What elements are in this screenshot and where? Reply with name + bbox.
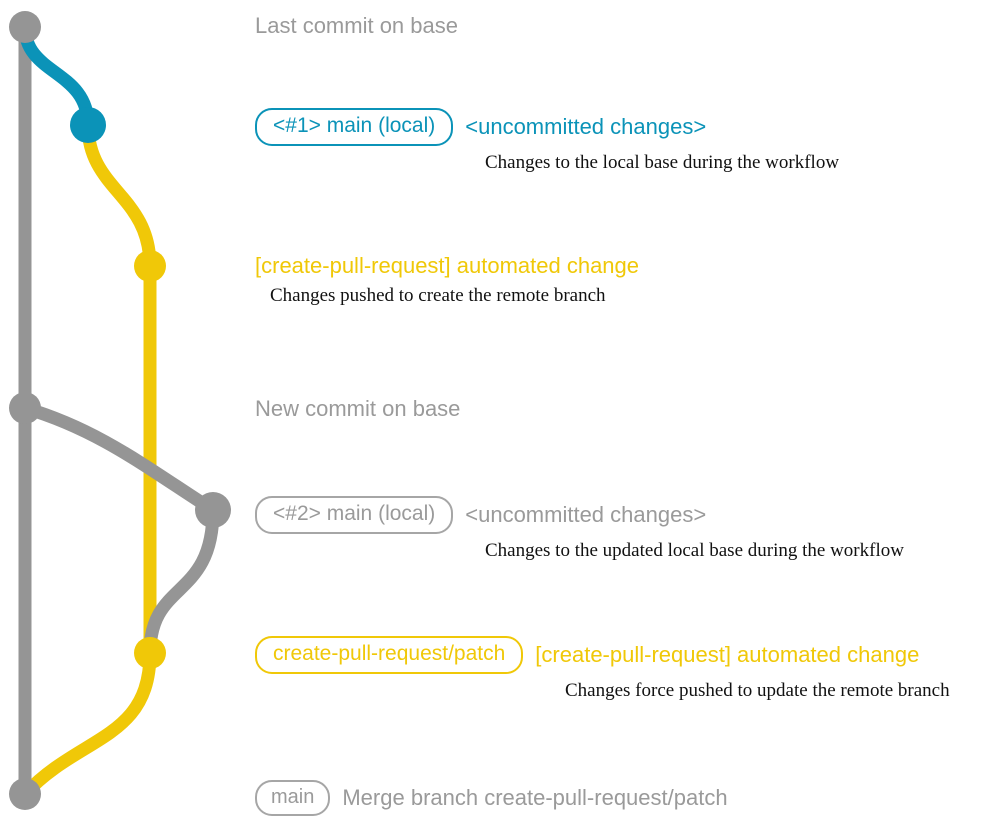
- commit-subject: New commit on base: [255, 396, 461, 421]
- commit-row-last-commit-on-base: Last commit on base: [255, 13, 458, 39]
- commit-subject: Last commit on base: [255, 13, 458, 38]
- commit-node-automated-change-1[interactable]: [134, 250, 166, 282]
- commit-subject: <uncommitted changes>: [465, 502, 707, 527]
- row-head: <#2> main (local) <uncommitted changes>: [255, 496, 706, 534]
- commit-note: Changes to the updated local base during…: [485, 540, 904, 561]
- graph-edge-patch-merge-to-base: [18, 646, 157, 801]
- commit-node-local-uncommitted-1[interactable]: [70, 107, 106, 143]
- commit-note: Changes pushed to create the remote bran…: [270, 285, 606, 306]
- commit-note: Changes to the local base during the wor…: [485, 152, 840, 173]
- ref-chip-main[interactable]: main: [255, 780, 331, 816]
- commit-row-automated-change-2: create-pull-request/patch [create-pull-r…: [255, 636, 950, 702]
- commit-subject: [create-pull-request] automated change: [535, 642, 920, 667]
- commit-subject: <uncommitted changes>: [465, 114, 707, 139]
- commit-row-new-commit-on-base: New commit on base: [255, 396, 460, 422]
- ref-chip-main-local-1[interactable]: <#1> main (local): [255, 108, 454, 146]
- commit-node-last-commit-on-base[interactable]: [9, 11, 41, 43]
- nodes-layer: [9, 11, 231, 810]
- commit-node-automated-change-2[interactable]: [134, 637, 166, 669]
- commit-node-merge-commit[interactable]: [9, 778, 41, 810]
- row-head: main Merge branch create-pull-request/pa…: [255, 780, 728, 816]
- commit-row-merge-commit: main Merge branch create-pull-request/pa…: [255, 780, 728, 816]
- ref-chip-main-local-2[interactable]: <#2> main (local): [255, 496, 454, 534]
- ref-chip-create-pull-request-patch[interactable]: create-pull-request/patch: [255, 636, 524, 674]
- row-head: <#1> main (local) <uncommitted changes>: [255, 108, 706, 146]
- commit-subject: [create-pull-request] automated change: [255, 253, 640, 278]
- commit-row-automated-change-1: [create-pull-request] automated change C…: [255, 253, 639, 307]
- commit-node-new-commit-on-base[interactable]: [9, 392, 41, 424]
- commit-row-local-uncommitted-1: <#1> main (local) <uncommitted changes> …: [255, 108, 839, 174]
- commit-row-local-uncommitted-2: <#2> main (local) <uncommitted changes> …: [255, 496, 904, 562]
- graph-edge-updated-local-to-patch: [143, 503, 220, 660]
- row-head: create-pull-request/patch [create-pull-r…: [255, 636, 919, 674]
- graph-edge-base-to-updated-local: [18, 401, 220, 517]
- commit-node-local-uncommitted-2[interactable]: [195, 492, 231, 528]
- commit-subject: Merge branch create-pull-request/patch: [342, 785, 728, 810]
- edges-layer: [18, 20, 220, 801]
- commit-note: Changes force pushed to update the remot…: [565, 680, 950, 701]
- row-head: Last commit on base: [255, 13, 458, 39]
- row-head: [create-pull-request] automated change: [255, 253, 639, 279]
- row-head: New commit on base: [255, 396, 460, 422]
- graph-edge-local-to-patch-branch: [81, 118, 157, 273]
